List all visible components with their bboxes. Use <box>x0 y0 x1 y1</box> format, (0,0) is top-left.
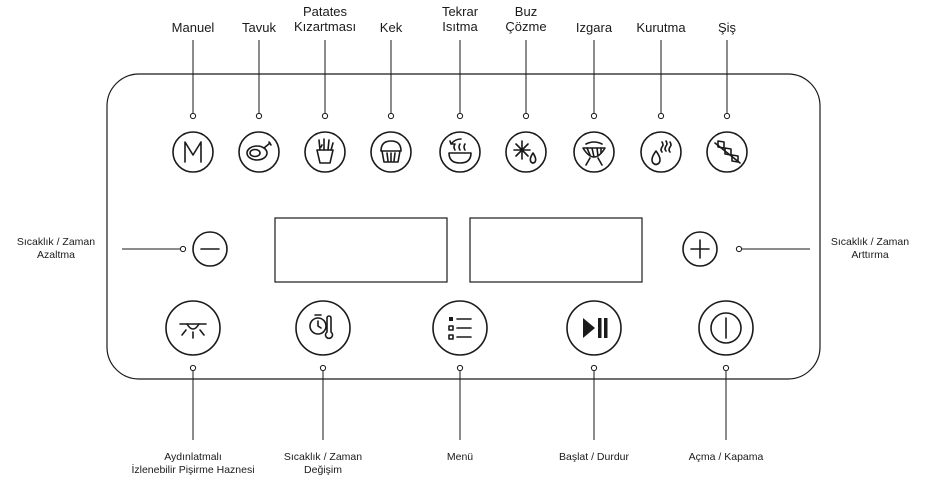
label-line: Buz <box>514 4 538 19</box>
timer-thermometer-icon <box>309 314 334 340</box>
label-patates: Patates Kızartması <box>285 4 365 34</box>
label-kurutma: Kurutma <box>626 20 696 35</box>
label-start-stop: Başlat / Durdur <box>539 451 649 464</box>
label-line: Çözme <box>505 19 547 34</box>
label-line: Azaltma <box>37 249 75 261</box>
mode-sis-button[interactable] <box>706 131 748 173</box>
label-tekrar: Tekrar Isıtma <box>430 4 490 34</box>
label-line: İzlenebilir Pişirme Haznesi <box>131 464 255 476</box>
label-line: Değişim <box>304 464 342 476</box>
label-line: Sıcaklık / Zaman <box>283 451 363 463</box>
label-line: Başlat / Durdur <box>558 451 630 463</box>
side-leaders <box>122 245 810 253</box>
label-buz: Buz Çözme <box>496 4 556 34</box>
defrost-icon <box>513 140 537 164</box>
drying-icon <box>651 140 672 166</box>
label-line: Tekrar <box>441 4 479 19</box>
label-sis: Şiş <box>697 20 757 35</box>
label-line: Aydınlatmalı <box>164 451 222 463</box>
label-power: Açma / Kapama <box>671 451 781 464</box>
label-line: Menü <box>446 451 474 463</box>
m-letter-icon <box>184 141 202 163</box>
temperature-time-toggle-button[interactable] <box>295 300 351 356</box>
top-leaders <box>189 40 731 120</box>
label-line: Isıtma <box>442 19 478 34</box>
label-line: Sıcaklık / Zaman <box>830 236 910 248</box>
label-kek: Kek <box>361 20 421 35</box>
menu-button[interactable] <box>432 300 488 356</box>
mode-tekrar-button[interactable] <box>439 131 481 173</box>
power-button[interactable] <box>698 300 754 356</box>
label-light: Aydınlatmalı İzlenebilir Pişirme Haznesi <box>113 451 273 477</box>
label-line: Arttırma <box>851 249 889 261</box>
bottom-leaders <box>189 364 730 440</box>
label-line: Manuel <box>171 20 215 35</box>
label-line: Sıcaklık / Zaman <box>16 236 96 248</box>
label-manuel: Manuel <box>163 20 223 35</box>
chicken-icon <box>246 141 272 161</box>
fries-icon <box>316 138 334 164</box>
mode-buz-button[interactable] <box>505 131 547 173</box>
label-line: Şiş <box>717 20 737 35</box>
display-right <box>469 217 643 283</box>
label-line: Izgara <box>575 20 613 35</box>
label-line: Kek <box>379 20 403 35</box>
mode-izgara-button[interactable] <box>573 131 615 173</box>
label-line: Kızartması <box>293 19 357 34</box>
label-tavuk: Tavuk <box>229 20 289 35</box>
label-line: Patates <box>302 4 348 19</box>
panel-outline <box>106 73 821 380</box>
light-button[interactable] <box>165 300 221 356</box>
label-line: Tavuk <box>242 20 276 35</box>
display-left <box>274 217 448 283</box>
reheat-icon <box>448 138 472 164</box>
label-izgara: Izgara <box>564 20 624 35</box>
skewer-icon <box>714 140 741 164</box>
menu-list-icon <box>448 317 472 340</box>
label-menu: Menü <box>420 451 500 464</box>
grill-icon <box>582 141 606 166</box>
label-line: Açma / Kapama <box>688 451 764 463</box>
temperature-time-decrease-button[interactable] <box>192 231 228 267</box>
mode-manuel-button[interactable] <box>172 131 214 173</box>
mode-patates-button[interactable] <box>304 131 346 173</box>
light-icon <box>179 323 207 339</box>
mode-kurutma-button[interactable] <box>640 131 682 173</box>
start-stop-button[interactable] <box>566 300 622 356</box>
label-decrease: Sıcaklık / Zaman Azaltma <box>0 236 112 262</box>
temperature-time-increase-button[interactable] <box>682 231 718 267</box>
label-temp-time: Sıcaklık / Zaman Değişim <box>263 451 383 477</box>
mode-tavuk-button[interactable] <box>238 131 280 173</box>
play-pause-icon <box>583 318 608 338</box>
power-icon <box>710 312 742 344</box>
plus-icon <box>690 239 710 259</box>
cupcake-icon <box>380 140 402 163</box>
label-increase: Sıcaklık / Zaman Arttırma <box>814 236 926 262</box>
label-line: Kurutma <box>636 20 686 35</box>
mode-kek-button[interactable] <box>370 131 412 173</box>
